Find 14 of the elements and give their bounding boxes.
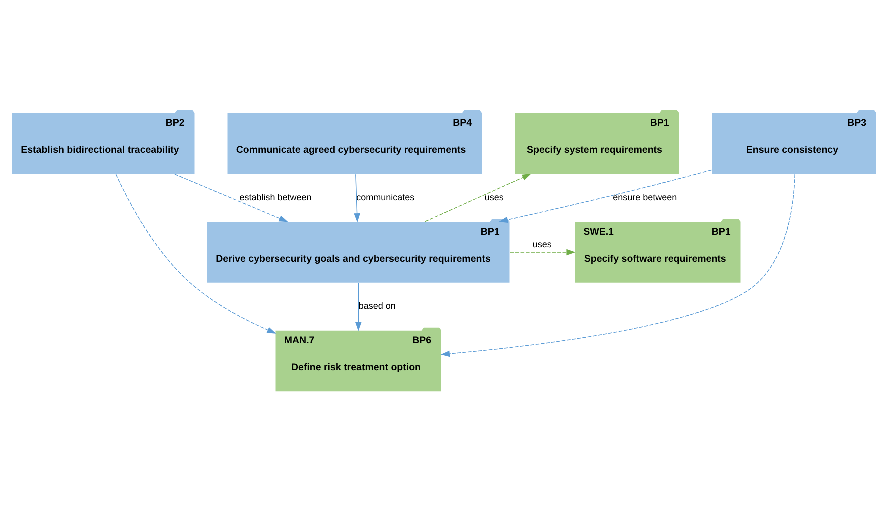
edge-label: communicates	[356, 192, 415, 202]
arrow	[116, 174, 276, 334]
edge-label: uses	[484, 192, 504, 202]
arrow	[354, 174, 360, 223]
arrow	[174, 174, 288, 222]
edge-label: based on	[358, 301, 396, 312]
edge-label: ensure between	[613, 192, 678, 202]
arrow	[424, 174, 532, 222]
arrow	[510, 249, 576, 256]
arrow	[499, 170, 712, 224]
arrow	[440, 174, 796, 358]
arrow	[355, 283, 362, 332]
edge-label: establish between	[240, 192, 312, 202]
edge-label: uses	[532, 240, 552, 250]
